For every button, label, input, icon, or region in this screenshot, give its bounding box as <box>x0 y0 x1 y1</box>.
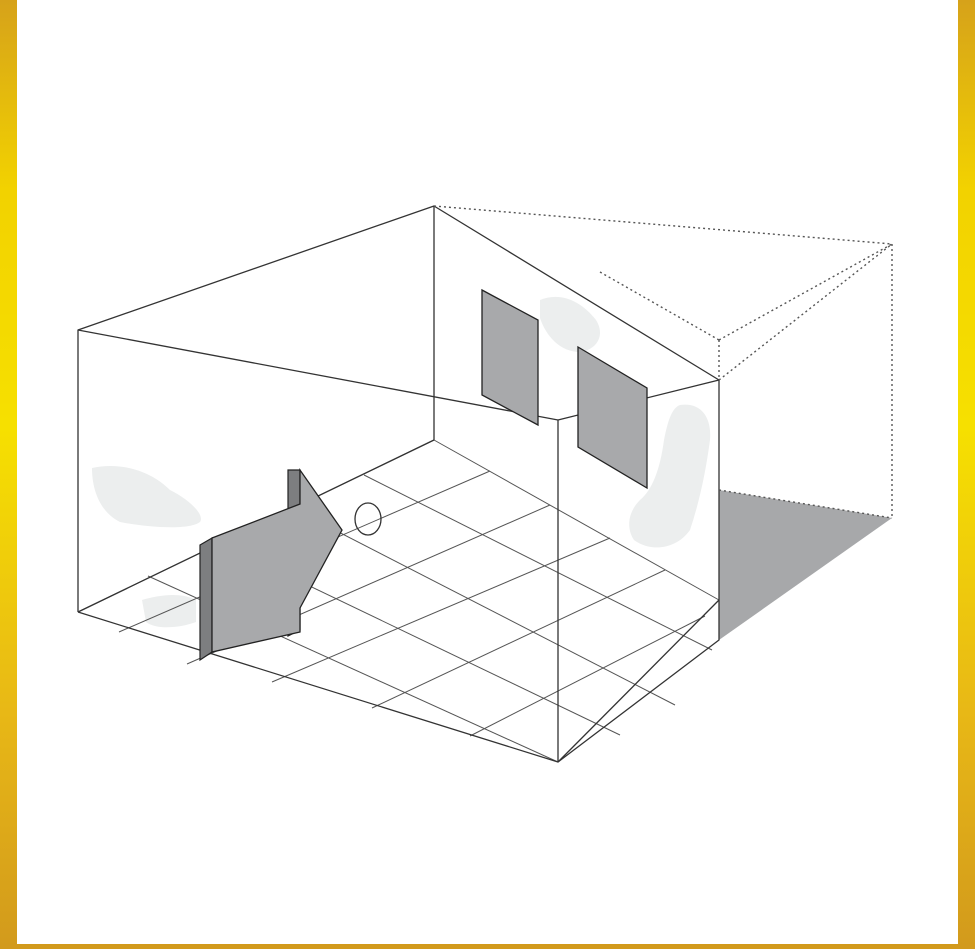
window-upper <box>481 288 539 427</box>
stain-right-wall <box>629 404 711 548</box>
airflow-arrow-icon <box>199 467 343 662</box>
roof-extension-outline <box>433 205 893 519</box>
stain-left-wall <box>92 466 201 528</box>
room-diagram <box>77 205 893 763</box>
stain-floor-left <box>142 595 196 628</box>
illustration-panel <box>17 0 958 944</box>
floor-drain-icon <box>354 502 382 536</box>
stain-back-wall-top <box>540 296 601 352</box>
window-lower <box>577 345 648 490</box>
exterior-shadow <box>719 490 892 640</box>
